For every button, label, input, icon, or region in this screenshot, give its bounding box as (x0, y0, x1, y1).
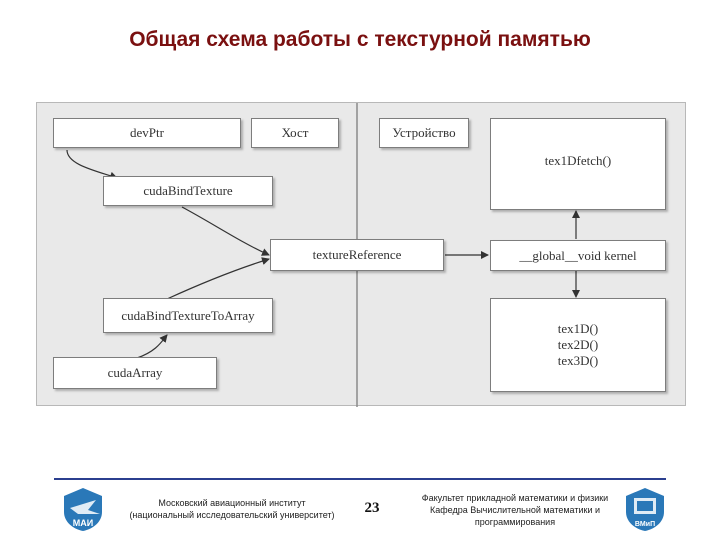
department-name-2: программирования (474, 517, 556, 527)
cuda-array-label: cudaArray (107, 365, 163, 380)
texture-reference-box: textureReference (270, 239, 444, 271)
department-logo: ВМиП (622, 486, 668, 537)
footer-divider (54, 478, 666, 480)
cuda-array-box: cudaArray (53, 357, 217, 389)
department-name-1: Кафедра Вычислительной математики и (429, 505, 601, 515)
tex1dfetch-label: tex1Dfetch() (544, 153, 612, 168)
host-box: Хост (251, 118, 339, 148)
arrow-bindtexture-to-texref (181, 206, 270, 256)
footer-left-text: Московский авиационный институт (национа… (112, 497, 352, 521)
texture-reference-label: textureReference (312, 247, 402, 262)
page-number: 23 (364, 500, 380, 516)
tex3d-label: tex3D() (557, 353, 599, 368)
bind-texture-to-array-box: cudaBindTextureToArray (103, 298, 273, 333)
bind-texture-box: cudaBindTexture (103, 176, 273, 206)
devptr-label: devPtr (130, 125, 164, 140)
institute-name: Московский авиационный институт (158, 498, 306, 508)
faculty-name: Факультет прикладной математики и физики (421, 493, 609, 503)
mai-logo-text: МАИ (73, 518, 93, 528)
mai-logo: МАИ (60, 486, 106, 537)
devptr-box: devPtr (53, 118, 241, 148)
footer-right-text: Факультет прикладной математики и физики… (410, 492, 620, 528)
tex-functions-box: tex1D() tex2D() tex3D() (490, 298, 666, 392)
kernel-box: __global__void kernel (490, 240, 666, 271)
tex1d-label: tex1D() (557, 321, 599, 336)
arrow-cudaarray-to-bindarray (136, 334, 168, 359)
bind-texture-to-array-label: cudaBindTextureToArray (121, 307, 255, 323)
arrow-devptr-to-bindtexture (66, 149, 118, 180)
arrow-bindarray-to-texref (166, 257, 270, 300)
device-label: Устройство (392, 125, 456, 140)
tex1dfetch-box: tex1Dfetch() (490, 118, 666, 210)
tex2d-label: tex2D() (557, 337, 599, 352)
bind-texture-label: cudaBindTexture (143, 183, 233, 198)
page-title: Общая схема работы с текстурной памятью (129, 28, 591, 51)
institute-subtitle: (национальный исследовательский универси… (129, 510, 335, 520)
kernel-label: __global__void kernel (519, 247, 637, 263)
texture-memory-diagram: devPtr Хост cudaBindTexture textureRefer… (36, 102, 686, 407)
department-logo-text: ВМиП (635, 521, 655, 528)
host-label: Хост (281, 125, 309, 140)
device-box: Устройство (379, 118, 469, 148)
